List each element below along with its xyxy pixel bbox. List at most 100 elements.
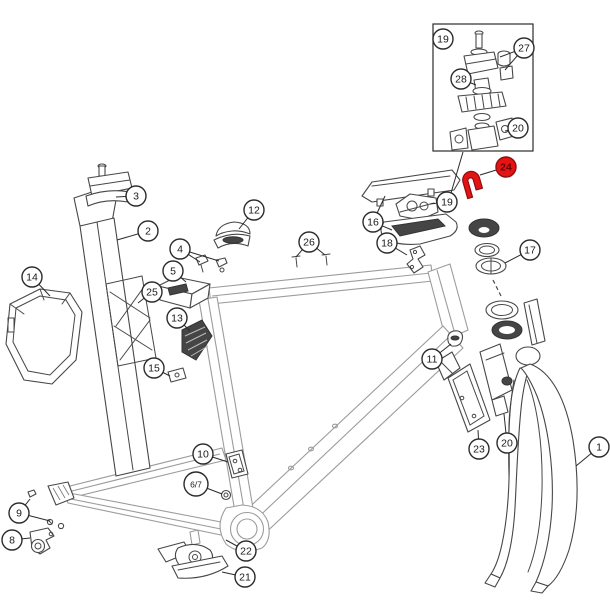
callout-top-tube-screws: [298, 231, 320, 253]
fork-leg-line-far: [508, 379, 515, 479]
stem-bracket-body: [406, 245, 426, 274]
down-tube-line: [248, 335, 451, 527]
callout-label-stem-assembly: 19: [441, 197, 453, 209]
callout-label-steerer-clamp: 20: [501, 438, 513, 450]
cover-box-side: [189, 283, 211, 309]
dropout-hatch: [62, 484, 70, 496]
stem-cover-line: [371, 175, 451, 187]
storage-box-facets: [9, 288, 71, 315]
headset-explode-axis: [492, 279, 502, 297]
saddle-bolt-shaft: [98, 165, 106, 177]
callout-label-wedge-grip: 13: [171, 313, 183, 325]
wedge-grip-ribs: [184, 326, 209, 357]
fork-leg-line: [526, 379, 543, 573]
callout-label-top-tube-screws: 26: [303, 237, 315, 249]
headset-ring-3-inner: [491, 304, 513, 316]
stem-cover-foot: [427, 188, 435, 197]
callout-seatpost-cage: [141, 281, 163, 303]
callout-pivot-bolt: [183, 471, 209, 497]
callout-fork: [588, 436, 610, 458]
fork-leg-near: [520, 363, 578, 587]
callout-saddle-clamp: [125, 185, 147, 207]
callout-label-cable-grommet: 11: [427, 354, 438, 366]
fork-bracket-channel-line: [440, 361, 453, 374]
steerer-clamp-bolt: [501, 376, 513, 386]
callout-stem-cover: [362, 211, 384, 233]
chain-guide-tray: [171, 555, 229, 579]
fork-dropout-near: [530, 581, 549, 594]
callout-seatstay-clamp: [143, 357, 165, 379]
steerer-clamp-tail: [491, 395, 509, 417]
steerer-clamp-body: [479, 343, 513, 401]
callout-label-top-tube-cover: 12: [248, 205, 260, 217]
inset-clamp-upper-line: [465, 58, 497, 65]
seat-tube-line: [207, 298, 247, 522]
saddle-clamp-line: [89, 179, 131, 187]
callout-label-storage-box: 14: [26, 272, 38, 284]
bb-tab: [189, 529, 201, 546]
headset-top-bearing-hole: [477, 225, 491, 235]
red-clip-shape: [462, 170, 484, 200]
callout-headset-spacer-clip: [495, 156, 517, 178]
stem-mech-line: [399, 202, 435, 213]
callout-chain-guide: [234, 566, 256, 588]
fork-bracket-plate: [447, 363, 491, 433]
dropout-hatch: [52, 487, 61, 501]
callout-label-saddle-clamp: 3: [133, 191, 139, 203]
callout-label-steerer-clamp-detail: 20: [512, 123, 524, 135]
inset-wing-hole: [454, 134, 464, 144]
head-tube: [427, 263, 469, 341]
mount-plate-hole: [237, 467, 243, 473]
inset-spacer-1: [473, 112, 491, 122]
dropout-hatch: [57, 485, 66, 499]
callout-seatpost: [137, 220, 159, 242]
mount-plate-hole: [232, 458, 238, 464]
mount-plate-inner: [228, 453, 245, 475]
callout-label-stem-cover: 16: [367, 217, 379, 229]
callout-steerer-clamp-detail: [507, 117, 529, 139]
fork-bracket-hole: [471, 413, 477, 419]
fork-bracket-hole: [459, 395, 465, 401]
callout-clamp-cylinders: [513, 37, 535, 59]
fastener-b-washer: [219, 267, 225, 273]
headset-ring-3: [485, 300, 519, 320]
callout-label-seatpost: 2: [145, 226, 151, 238]
steerer-clamp-line: [485, 352, 505, 361]
seatstay-clamp-bolt: [174, 372, 180, 378]
bb-bore-inner: [236, 518, 258, 540]
fork-dropout-far: [484, 573, 501, 588]
callout-stem-assembly-detail: [432, 28, 454, 50]
screw-shaft: [325, 255, 328, 266]
callout-label-seatstay-clamp: 15: [148, 363, 160, 375]
inset-connector: [450, 151, 464, 194]
headset-ring-1-inner: [479, 245, 495, 255]
stem-bracket-hole: [409, 264, 415, 270]
callout-label-chain-guide: 21: [239, 572, 251, 584]
inset-clamp-wide: [457, 91, 507, 113]
screw-shaft: [295, 257, 298, 268]
callout-seatpost-hardware: [169, 238, 191, 260]
storage-box-inner: [12, 295, 76, 376]
fork-crown-boss: [515, 346, 541, 366]
callout-label-stem-assembly-detail: 19: [437, 34, 449, 46]
headset-spacer-clip-highlight: [462, 170, 484, 200]
headset-ring-1: [474, 242, 500, 258]
callout-label-bottom-bracket: 22: [240, 546, 252, 558]
seatstay-clamp-body: [167, 367, 187, 383]
screw-head: [321, 253, 331, 256]
callout-stem-assembly: [436, 191, 458, 213]
inset-lower-wing-left: [449, 127, 469, 151]
hanger-wheel: [30, 538, 46, 554]
callout-bottom-bracket: [235, 540, 257, 562]
callout-steerer-clamp: [496, 432, 518, 454]
callout-label-clamp-nut: 28: [455, 74, 467, 86]
callout-wedge-grip: [166, 307, 188, 329]
tt-cover-opening: [222, 236, 244, 244]
stem-bracket-hole: [412, 249, 418, 255]
bottle-boss: [287, 465, 295, 471]
callout-label-fork-bracket: 23: [473, 444, 485, 456]
stem-mech-wheel: [406, 200, 418, 212]
top-tube-screw-pair: [291, 253, 331, 268]
chain-stay-line: [65, 497, 242, 534]
